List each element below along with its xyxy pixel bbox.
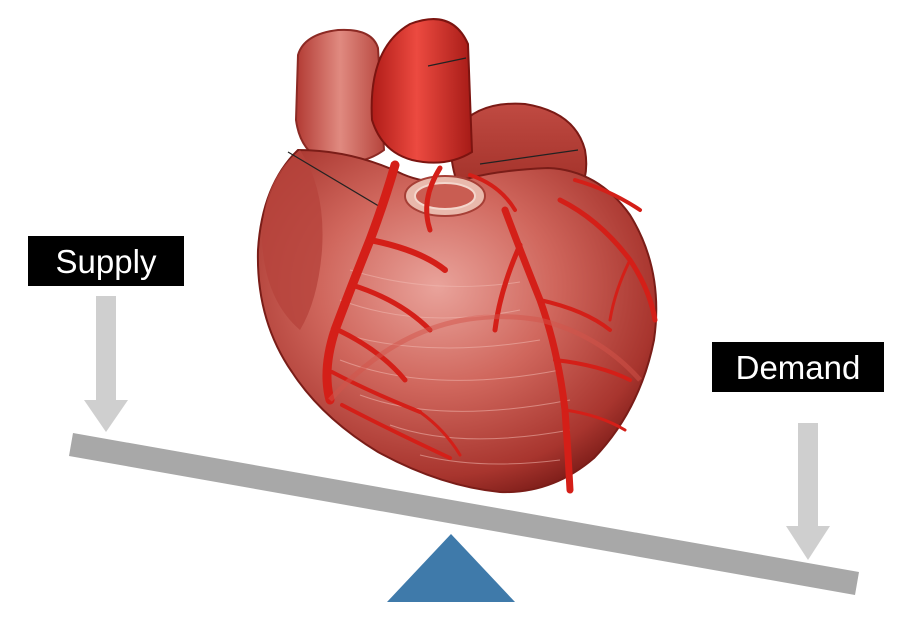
supply-arrow-icon: [84, 296, 128, 432]
vena-cava-shape: [296, 30, 384, 163]
demand-arrow-icon: [786, 423, 830, 560]
triangle-fulcrum-icon: [387, 534, 515, 602]
aorta-shape: [372, 19, 472, 163]
heart-illustration-icon: [258, 19, 656, 492]
aortic-ring-inner: [415, 183, 475, 209]
supply-label: Supply: [28, 236, 184, 286]
demand-label: Demand: [712, 342, 884, 392]
